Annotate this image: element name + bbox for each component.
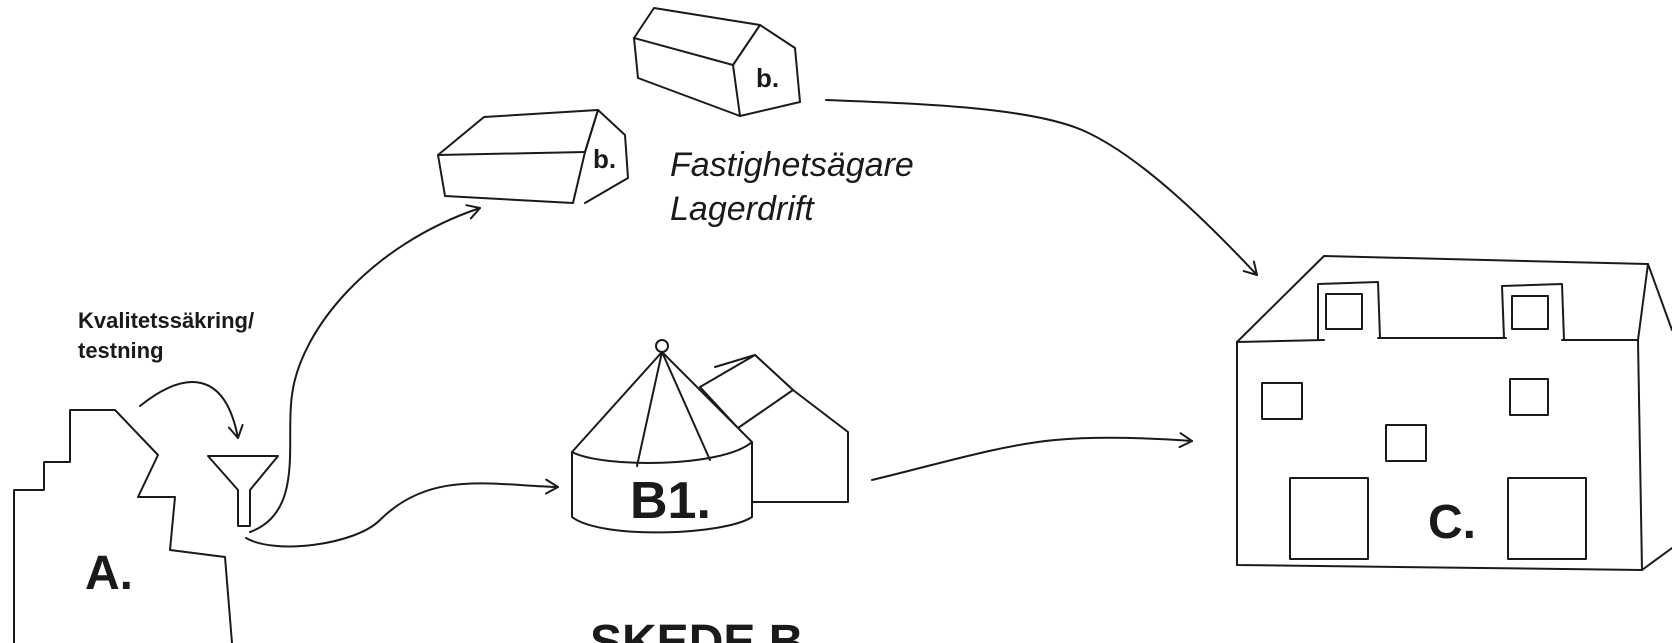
arrow-a-to-b1 (245, 478, 559, 548)
warehouse-b-middle: b. (437, 109, 629, 204)
arrow-warehouse-b-to-c (825, 99, 1258, 276)
qa-label-line2: testning (78, 338, 164, 363)
qa-testing-group: Kvalitetssäkring/ testning (78, 308, 279, 527)
qa-curve-arrow (139, 381, 244, 439)
owner-label-line2: Lagerdrift (670, 190, 815, 228)
building-c-label: C. (1428, 496, 1476, 549)
stage-title: SKEDE B (590, 616, 803, 643)
arrow-a-to-warehouse-b (249, 204, 481, 533)
arrow-b1-to-c (871, 432, 1193, 481)
building-b1: B1. (571, 339, 849, 534)
qa-label-line1: Kvalitetssäkring/ (78, 308, 254, 333)
building-c: C. (1236, 255, 1672, 571)
building-a: A. (13, 409, 233, 643)
building-b1-label: B1. (630, 472, 711, 530)
warehouse-b-top: b. (633, 7, 801, 117)
warehouse-b-top-label: b. (756, 63, 779, 93)
funnel-icon (207, 455, 279, 527)
owner-label-line1: Fastighetsägare (670, 146, 914, 184)
building-a-label: A. (85, 547, 133, 600)
warehouse-b-middle-label: b. (593, 144, 616, 174)
